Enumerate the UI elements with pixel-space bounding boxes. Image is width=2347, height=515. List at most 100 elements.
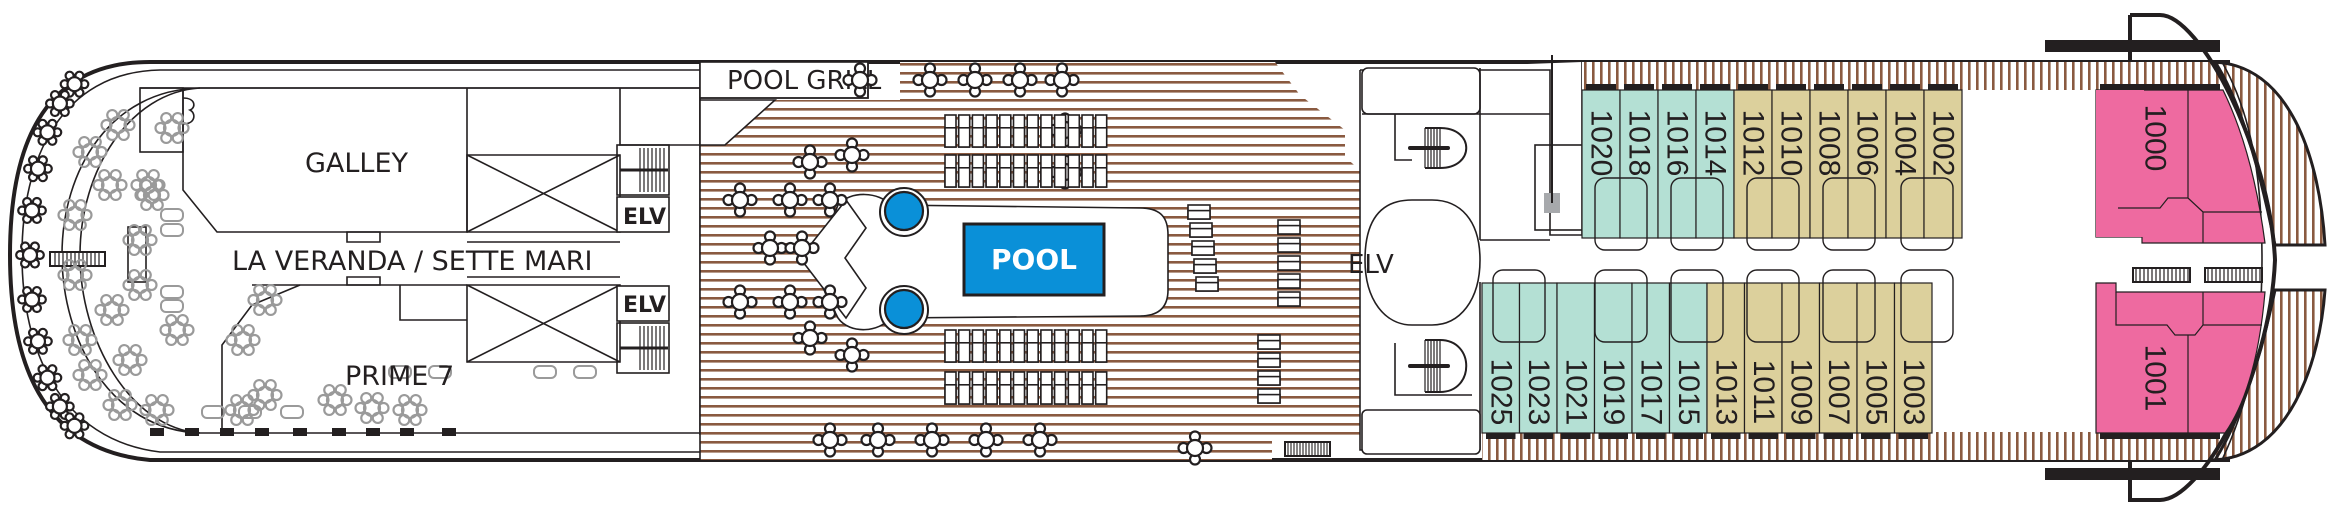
cabin-1015[interactable]: 1015 [1668,282,1708,439]
lounger [1195,276,1219,292]
lounger [1067,329,1081,363]
lounger [957,114,971,148]
lounger [1257,388,1281,404]
lounger [1040,371,1053,405]
forward-lobby: ELV [1348,55,1584,455]
table [860,422,896,458]
lounger [957,329,971,363]
table [317,383,353,417]
table [392,393,428,427]
lounger [1277,255,1301,271]
cabin-number: 1011 [1747,360,1780,425]
table-for-two [238,405,262,419]
cabin-1010[interactable]: 1010 [1771,84,1811,239]
cabin-1020[interactable]: 1020 [1581,84,1621,239]
table [834,137,870,173]
cabin-1014[interactable]: 1014 [1695,84,1735,239]
cabin-number: 1003 [1897,359,1930,426]
table [792,320,828,356]
cabin-number: 1012 [1737,110,1770,177]
lounger [1067,371,1081,405]
lounger [1026,329,1039,363]
cabin-1002[interactable]: 1002 [1923,84,1963,239]
cabin-1013[interactable]: 1013 [1706,282,1746,439]
lounger [1081,114,1094,148]
lounger [944,154,957,188]
lounger [971,371,985,405]
table [92,168,128,202]
cabin-1017[interactable]: 1017 [1631,282,1671,439]
table [57,198,93,232]
lounger [1053,371,1067,405]
table [102,388,138,422]
cabin-1007[interactable]: 1007 [1818,282,1858,439]
table [247,283,283,317]
table [784,230,820,266]
table-for-two [160,223,184,237]
table [17,196,47,225]
cabin-1011[interactable]: 1011 [1743,282,1783,439]
lounger [1257,370,1281,386]
table [912,62,948,98]
lounger [1026,371,1039,405]
table [32,118,63,146]
table [1044,62,1080,98]
lounger [957,371,971,405]
table-for-two [280,405,304,419]
table [23,327,53,355]
cabin-1019[interactable]: 1019 [1593,282,1633,439]
sun-loungers [944,114,1301,405]
galley-label: GALLEY [305,148,409,179]
cabin-1006[interactable]: 1006 [1847,84,1887,239]
cabin-number: 1020 [1585,110,1618,177]
cabin-1012[interactable]: 1012 [1733,84,1773,239]
lounger [985,329,998,363]
cabin-1000[interactable]: 1000 [2095,84,2266,244]
table [842,62,878,98]
lounger [1040,329,1053,363]
cabin-1018[interactable]: 1018 [1619,84,1659,239]
cabin-1021[interactable]: 1021 [1556,282,1596,439]
cabin-number: 1015 [1672,359,1705,426]
cabin-1016[interactable]: 1016 [1657,84,1697,239]
cabin-number: 1005 [1859,359,1892,426]
elevator-aft-2-label: ELV [623,293,666,318]
cabin-1009[interactable]: 1009 [1781,282,1821,439]
lounger [1257,334,1281,350]
cabin-number: 1001 [2139,345,2172,412]
table [139,393,175,427]
lounger [1081,329,1094,363]
stern-outdoor-tables [15,70,90,440]
cabin-1004[interactable]: 1004 [1885,84,1925,239]
elevator-forward-label: ELV [1348,250,1394,280]
hot-tub-1 [883,190,925,232]
cabin-1005[interactable]: 1005 [1856,282,1896,439]
cabin-number: 1013 [1709,359,1742,426]
cabin-1023[interactable]: 1023 [1518,282,1558,439]
table [154,111,190,145]
lounger [1094,114,1108,148]
table [968,422,1004,458]
stern-stairs [49,251,106,267]
cabin-1003[interactable]: 1003 [1893,282,1933,439]
cabin-1025[interactable]: 1025 [1481,282,1521,439]
lounger [1081,154,1094,188]
cabin-1001[interactable]: 1001 [2095,90,2266,439]
hot-tub-2 [883,288,925,330]
table-for-two [201,405,225,419]
table-for-two [573,365,597,379]
cabin-1008[interactable]: 1008 [1809,84,1849,239]
cabin-number: 1004 [1889,110,1922,177]
lounger [1277,291,1301,307]
lounger [1040,154,1053,188]
lounger [1187,204,1211,220]
cabin-number: 1010 [1775,110,1808,177]
table [17,285,47,314]
lounger [957,154,971,188]
lounger [1189,222,1213,238]
lounger [998,154,1012,188]
table [812,182,848,218]
cabin-number: 1018 [1623,110,1656,177]
